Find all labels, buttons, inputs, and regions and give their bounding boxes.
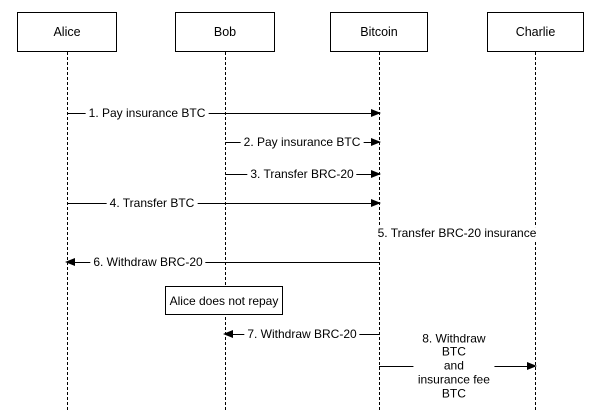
actor-label: Charlie — [515, 25, 556, 39]
arrowhead-left-icon — [65, 257, 75, 266]
actor-label: Bob — [213, 25, 237, 39]
arrowhead-left-icon — [223, 329, 233, 338]
arrowhead-right-icon — [371, 108, 381, 117]
actor-box-bitcoin: Bitcoin — [330, 12, 428, 52]
message-label: 5. Transfer BRC-20 insurance — [374, 226, 540, 241]
actor-box-alice: Alice — [17, 12, 117, 52]
message-label: 1. Pay insurance BTC — [85, 106, 209, 121]
message-8: 8. Withdraw BTC and insurance fee BTC — [379, 331, 537, 401]
actor-label: Bitcoin — [360, 25, 398, 39]
message-7: 7. Withdraw BRC-20 — [223, 327, 379, 342]
actor-box-charlie: Charlie — [487, 12, 584, 52]
actor-label: Alice — [53, 25, 81, 39]
message-label: 8. Withdraw BTC and insurance fee BTC — [413, 331, 495, 401]
message-3: 3. Transfer BRC-20 — [225, 167, 381, 182]
arrowhead-right-icon — [371, 137, 381, 146]
message-2: 2. Pay insurance BTC — [225, 135, 381, 150]
message-4: 4. Transfer BTC — [67, 196, 381, 211]
message-label: 6. Withdraw BRC-20 — [90, 255, 206, 270]
message-label: 4. Transfer BTC — [106, 196, 198, 211]
note-box: Alice does not repay — [165, 286, 283, 315]
note-text: Alice does not repay — [169, 293, 279, 308]
arrowhead-right-icon — [371, 198, 381, 207]
message-5: 5. Transfer BRC-20 insurance — [374, 226, 540, 241]
message-label: 7. Withdraw BRC-20 — [244, 327, 360, 342]
lifeline-alice — [66, 52, 68, 410]
arrowhead-right-icon — [371, 169, 381, 178]
message-label: 2. Pay insurance BTC — [240, 135, 364, 150]
actor-box-bob: Bob — [175, 12, 275, 52]
message-label: 3. Transfer BRC-20 — [247, 167, 357, 182]
message-1: 1. Pay insurance BTC — [67, 106, 381, 121]
arrowhead-right-icon — [527, 361, 537, 370]
message-6: 6. Withdraw BRC-20 — [65, 255, 379, 270]
lifeline-bob — [224, 52, 226, 410]
